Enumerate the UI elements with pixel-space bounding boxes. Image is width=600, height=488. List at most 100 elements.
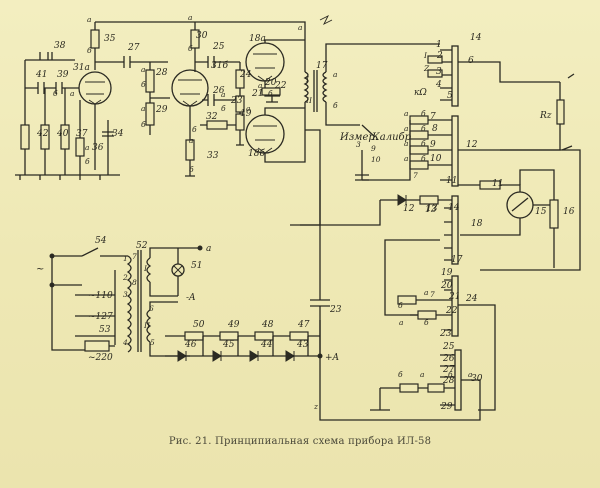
terminal-label: II [143,321,151,330]
terminal-label: 3 [123,290,128,299]
potentiometer-16 [549,199,559,229]
switch-30 [454,349,462,411]
switch-18 [451,195,459,265]
terminal-label: б [53,89,58,98]
terminal-label: a [420,370,424,379]
terminal-label: a [221,90,225,99]
amplifier-section [15,14,440,180]
capacitor-27 [123,56,131,68]
resistor-47 [289,331,309,341]
terminal-label: a [70,89,74,98]
power-switch-54 [81,247,99,257]
rz-terminals [561,73,575,151]
label-a-out: а [206,244,211,254]
terminal-label: 9 [371,144,376,153]
terminal-label: 10 [371,155,381,164]
component-label-36: 36 [92,143,104,153]
diode-45 [212,350,222,362]
label-calibrate: Калибр [371,132,412,143]
component-label-41: 41 [35,70,47,80]
tube-18a [245,42,285,82]
transformer-shield-mark [319,14,333,26]
resistor-35 [90,29,100,49]
resistor-49 [219,331,239,341]
label-110v: ~110 [88,291,113,301]
label-plus-a: +A [325,353,340,363]
terminal-label: I [143,264,148,273]
resistor-36 [75,137,85,157]
switch-12 [451,115,459,187]
component-label-1: 1 [436,40,442,50]
component-label-32: 32 [206,112,218,122]
fuse-53 [84,340,110,352]
label-minus-a: -A [186,293,196,303]
terminal-label: а [399,318,403,327]
terminal-label: I [423,51,428,60]
terminal-label: б [333,101,338,110]
terminal-label: 8 [132,278,137,287]
terminal-label: II [305,96,313,105]
terminal-label: а [404,124,408,133]
component-label-12: 12 [466,140,478,150]
terminal-label: б [421,124,426,133]
switch-24 [451,275,459,337]
component-label-23: 23 [439,329,452,339]
capacitor-26 [207,94,215,106]
terminal-label: z [313,402,318,411]
component-label-29: 29 [440,402,453,412]
terminal-label: а [404,154,408,163]
terminal-label: б [268,89,273,98]
resistor-13 [419,195,439,205]
component-label-33: 33 [207,151,219,161]
component-label-7: 7 [430,112,436,122]
component-label-14: 14 [448,203,460,213]
component-label-11: 11 [492,179,503,189]
component-label-30: 30 [196,31,208,41]
component-label-25: 25 [212,42,225,52]
component-label-28: 28 [155,68,168,78]
component-label-23: 23 [230,96,243,106]
terminal-label: б [424,318,429,327]
component-label-5: 5 [447,91,453,101]
component-label-25: 25 [442,342,455,352]
resistor-30 [190,29,200,49]
component-label-21: 21 [251,89,263,99]
terminal-label: б [398,370,403,379]
resistor-20b [427,383,445,393]
capacitor-34 [102,131,114,137]
resistor-32 [206,120,228,130]
terminal-label: a [333,70,337,79]
component-label-17: 17 [451,255,463,265]
component-label-14: 14 [470,33,482,43]
component-label-52: 52 [136,241,148,251]
terminal-label: a [87,15,91,24]
power-supply-section [49,245,323,362]
terminal-label: a [258,81,262,90]
label-127v: ~127 [88,312,113,322]
transformer-52-core [137,250,142,352]
terminal-label: a [188,13,192,22]
component-label-2: 2 [436,51,443,61]
terminal-label: б [188,44,193,53]
component-label-13: 13 [425,205,437,215]
component-label-9: 9 [430,140,436,150]
resistor-48 [254,331,274,341]
switch-14 [451,45,459,107]
component-label-19: 19 [240,109,252,119]
component-label-6: 6 [468,56,474,66]
resistor-50 [184,331,204,341]
terminal-label: 5 [150,338,155,347]
terminal-label: б [85,157,90,166]
terminal-label: 7 [132,252,137,261]
component-label-16: 16 [563,207,575,217]
figure-caption: Рис. 21. Принципиальная схема прибора ИЛ… [168,436,432,447]
component-label-42: 42 [36,129,49,139]
component-label-50: 50 [193,320,205,330]
component-label-31б: 31б [211,60,228,71]
terminal-label: 7 [430,290,435,299]
component-label-24: 24 [465,294,478,304]
resistor-28 [145,69,155,93]
